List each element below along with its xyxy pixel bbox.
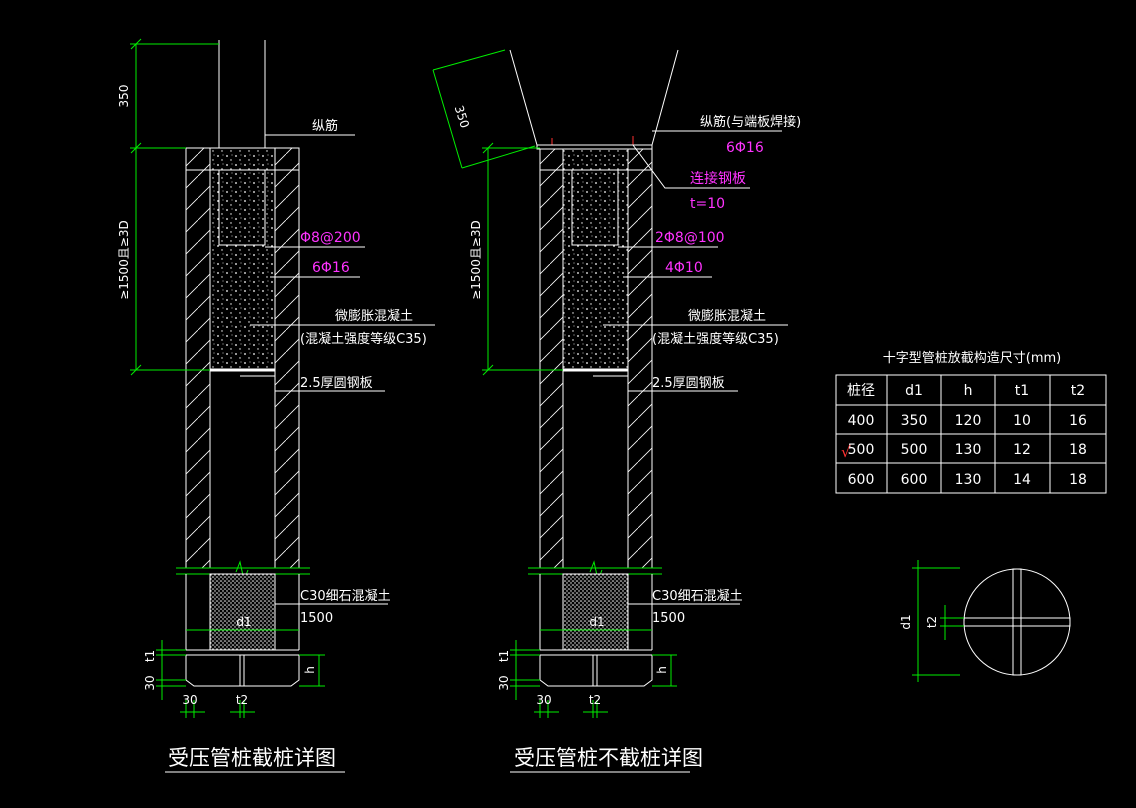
table-cell: 130 bbox=[955, 442, 982, 458]
table-header-cell: 桩径 bbox=[847, 382, 875, 399]
left-dim-d1: d1 bbox=[236, 615, 251, 629]
table-cell: 14 bbox=[1013, 472, 1031, 488]
right-dim-top: 350 bbox=[452, 104, 472, 130]
table-cell: 500 bbox=[901, 442, 928, 458]
left-label-stirrup: Φ8@200 bbox=[300, 230, 361, 246]
left-pile-detail bbox=[176, 40, 310, 687]
right-label-6phi16: 6Φ16 bbox=[726, 140, 764, 156]
left-label-zj: 纵筋 bbox=[312, 118, 338, 134]
section-dim-d1: d1 bbox=[899, 614, 913, 629]
table-cell: 12 bbox=[1013, 442, 1031, 458]
left-dim-top: 350 bbox=[117, 85, 131, 108]
right-label-plate: 连接钢板 bbox=[690, 170, 746, 187]
table-cell: 500 bbox=[848, 442, 875, 458]
table-header-cell: d1 bbox=[905, 383, 923, 399]
left-label-concrete2: (混凝土强度等级C35) bbox=[300, 331, 427, 347]
table-cell: 120 bbox=[955, 413, 982, 429]
left-dim-t1: t1 bbox=[143, 650, 157, 662]
right-label-c30: C30细石混凝土 bbox=[652, 588, 743, 604]
left-label-c30: C30细石混凝土 bbox=[300, 588, 391, 604]
table-cell: 18 bbox=[1069, 442, 1087, 458]
table-cell: 16 bbox=[1069, 413, 1087, 429]
right-title: 受压管桩不截桩详图 bbox=[514, 746, 703, 770]
left-label-concrete1: 微膨胀混凝土 bbox=[335, 308, 413, 324]
table-cell: 350 bbox=[901, 413, 928, 429]
right-label-zj: 纵筋(与端板焊接) bbox=[700, 114, 801, 130]
left-dimensions: 350 ≥1500且≥3D t1 30 30 t2 h d1 bbox=[117, 38, 325, 718]
left-label-rebar: 6Φ16 bbox=[312, 260, 350, 276]
left-c30-fill bbox=[209, 573, 276, 651]
right-label-t10: t=10 bbox=[690, 196, 725, 212]
right-pile-detail bbox=[509, 49, 679, 687]
left-dim-t2: t2 bbox=[236, 693, 248, 707]
right-label-plate2: 2.5厚圆钢板 bbox=[652, 376, 725, 391]
left-label-1500: 1500 bbox=[300, 611, 333, 626]
left-title: 受压管桩截桩详图 bbox=[168, 746, 336, 770]
table-cell: 10 bbox=[1013, 413, 1031, 429]
left-labels: 纵筋 Φ8@200 6Φ16 微膨胀混凝土 (混凝土强度等级C35) 2.5厚圆… bbox=[250, 118, 435, 626]
right-dim-d1: d1 bbox=[589, 615, 604, 629]
right-dim-h: h bbox=[655, 666, 669, 674]
table-header-cell: t1 bbox=[1015, 383, 1029, 399]
right-core-concrete bbox=[562, 148, 629, 371]
dimension-table: 十字型管桩放截构造尺寸(mm) 桩径 d1 h t1 t2 400 350 120 10 16 50… bbox=[835, 351, 1107, 494]
table-cell: 600 bbox=[901, 472, 928, 488]
check-mark: √ bbox=[841, 443, 851, 461]
left-dim-mid: ≥1500且≥3D bbox=[117, 220, 131, 300]
right-label-concrete1: 微膨胀混凝土 bbox=[688, 308, 766, 324]
table-header-cell: t2 bbox=[1071, 383, 1085, 399]
right-dim-t2: t2 bbox=[589, 693, 601, 707]
table-cell: 600 bbox=[848, 472, 875, 488]
right-labels: 纵筋(与端板焊接) 6Φ16 连接钢板 t=10 2Φ8@100 4Φ10 微膨… bbox=[603, 114, 801, 626]
cross-section: d1 t2 bbox=[899, 560, 1071, 682]
right-label-rebar: 4Φ10 bbox=[665, 260, 703, 276]
section-dim-t2: t2 bbox=[925, 616, 939, 628]
right-c30-fill bbox=[562, 573, 629, 651]
left-dim-30v: 30 bbox=[143, 675, 157, 690]
right-dimensions: 350 ≥1500且≥3D t1 30 30 t2 h d1 bbox=[432, 49, 677, 718]
table-cell: 130 bbox=[955, 472, 982, 488]
left-dim-h: h bbox=[303, 666, 317, 674]
left-dim-30h: 30 bbox=[182, 693, 197, 707]
right-label-1500: 1500 bbox=[652, 611, 685, 626]
right-dim-t1: t1 bbox=[497, 650, 511, 662]
right-dim-mid: ≥1500且≥3D bbox=[469, 220, 483, 300]
left-core-concrete bbox=[209, 147, 276, 371]
left-label-plate: 2.5厚圆钢板 bbox=[300, 376, 373, 391]
right-label-stirrup: 2Φ8@100 bbox=[655, 230, 725, 246]
right-label-concrete2: (混凝土强度等级C35) bbox=[652, 331, 779, 347]
table-cell: 400 bbox=[848, 413, 875, 429]
right-dim-30h: 30 bbox=[536, 693, 551, 707]
right-dim-30v: 30 bbox=[497, 675, 511, 690]
table-caption: 十字型管桩放截构造尺寸(mm) bbox=[883, 351, 1061, 366]
table-header-cell: h bbox=[964, 383, 973, 399]
table-cell: 18 bbox=[1069, 472, 1087, 488]
